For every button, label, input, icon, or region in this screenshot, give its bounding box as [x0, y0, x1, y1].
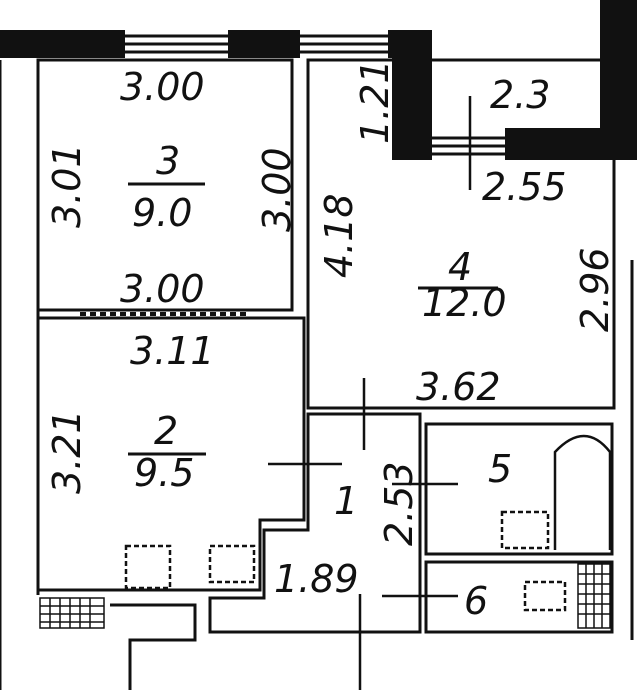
dim-room4-left: 4.18	[317, 193, 361, 278]
room-5-number: 5	[488, 447, 512, 491]
balcony-wall-inner	[392, 30, 432, 160]
room-5	[424, 422, 614, 556]
sink-icon	[500, 510, 550, 550]
room-2-number: 2	[154, 409, 178, 453]
bottom-wall	[110, 603, 197, 690]
radiator-left-icon	[39, 597, 105, 629]
room-1-number: 1	[334, 479, 358, 523]
room-3-area: 9.0	[132, 191, 192, 235]
bathtub-icon	[553, 434, 612, 550]
room-1	[208, 412, 422, 634]
dim-balcony-top: 2.3	[490, 73, 550, 117]
exterior-wall-top-left	[0, 30, 125, 58]
toilet-icon	[523, 580, 567, 612]
radiator-right-icon	[577, 563, 611, 629]
room-2-area: 9.5	[134, 451, 194, 495]
dim-hall-width: 1.89	[274, 557, 359, 601]
dim-room3-top: 3.00	[120, 65, 205, 109]
room-3-number: 3	[156, 139, 180, 183]
kitchen-sink-icon	[208, 544, 256, 584]
room-3	[36, 58, 294, 312]
dim-room3-right: 3.00	[255, 147, 299, 232]
dim-balcony-bottom: 2.55	[482, 165, 567, 209]
dim-room3-bottom: 3.00	[120, 267, 205, 311]
balcony-wall-bottom	[505, 128, 637, 160]
dim-room2-left: 3.21	[45, 409, 89, 494]
kitchen-stove-icon	[124, 544, 172, 590]
dim-room4-bottom: 3.62	[416, 365, 501, 409]
dim-room4-right: 2.96	[573, 247, 617, 332]
room-4-number: 4	[448, 245, 472, 289]
room-6-number: 6	[464, 579, 488, 623]
room-4	[306, 58, 616, 410]
dim-balcony-left: 1.21	[353, 59, 397, 144]
dim-room3-left: 3.01	[45, 143, 89, 228]
dim-room2-top: 3.11	[130, 329, 215, 373]
dim-hall-length: 2.53	[377, 461, 421, 546]
exterior-wall-top-mid	[228, 30, 300, 58]
room-4-area: 12.0	[422, 281, 507, 325]
room-2	[36, 316, 306, 592]
